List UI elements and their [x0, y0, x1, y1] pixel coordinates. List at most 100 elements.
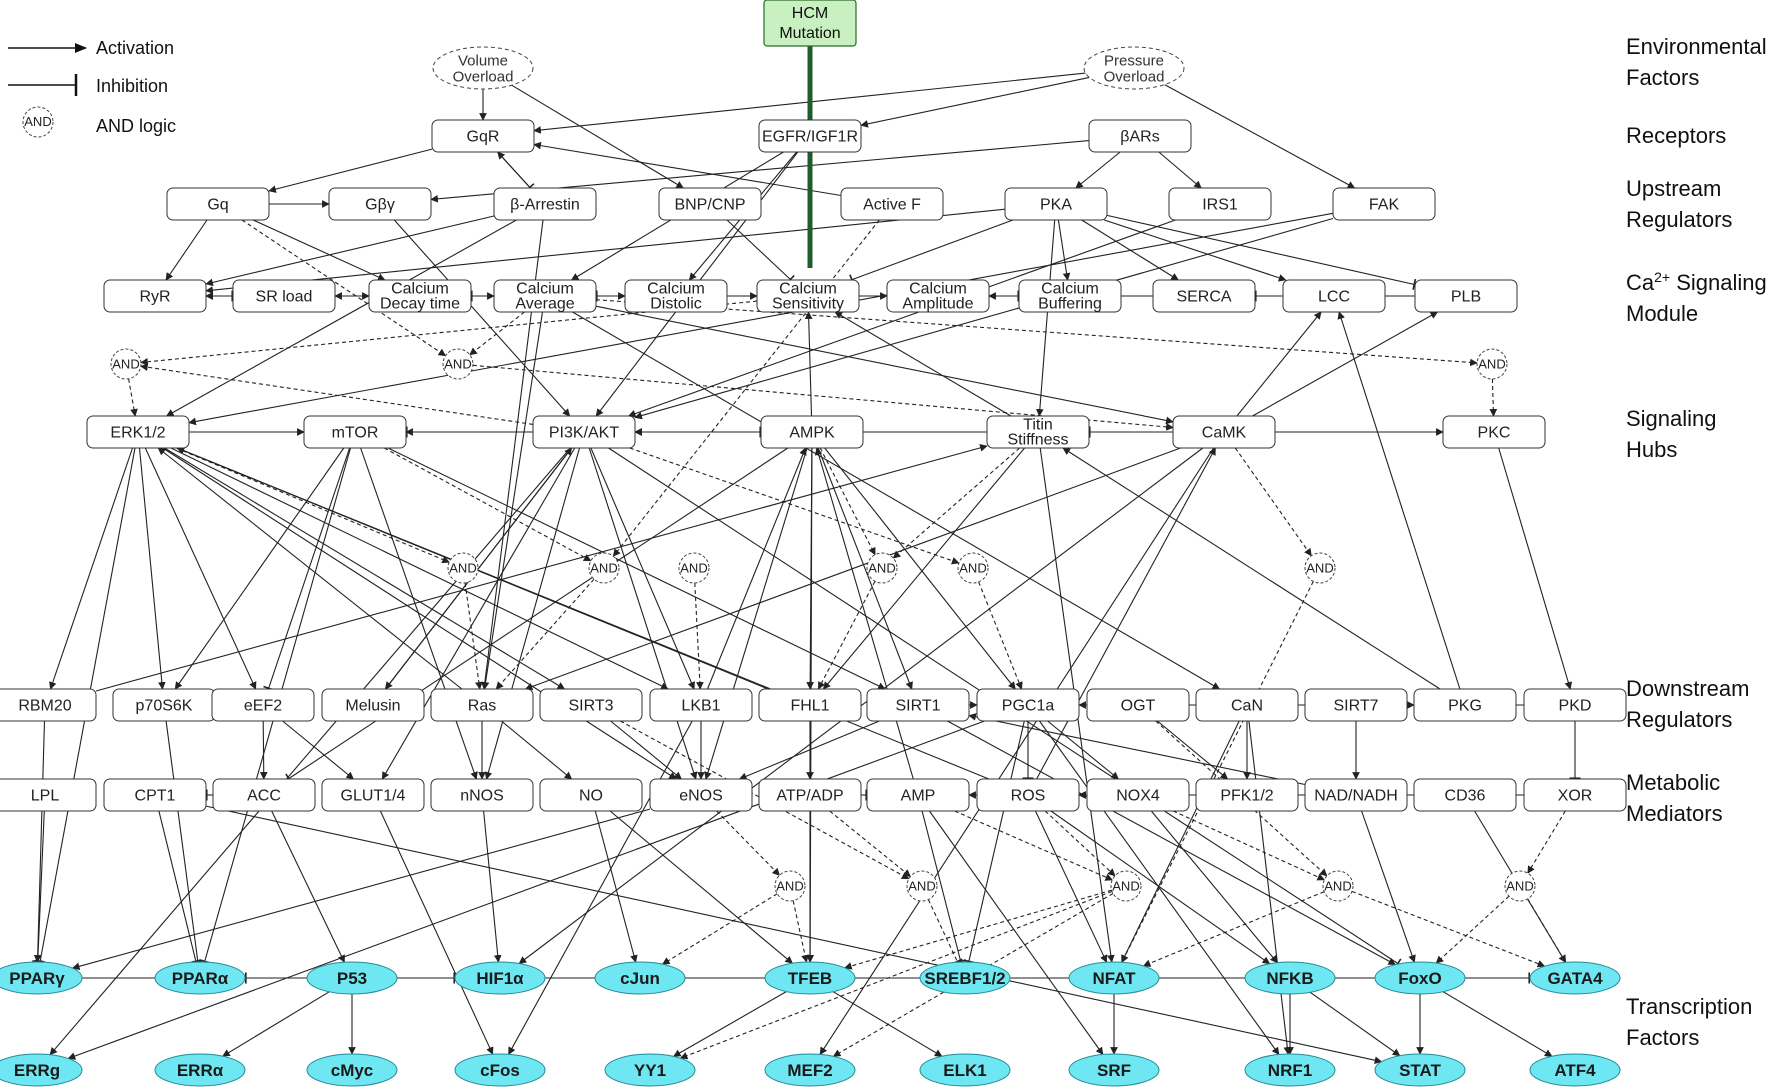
node-pfk[interactable]: PFK1/2 — [1195, 778, 1299, 812]
node-plb[interactable]: PLB — [1414, 279, 1518, 313]
tf-node-elk1[interactable]: ELK1 — [919, 1053, 1011, 1087]
tf-node-mef2[interactable]: MEF2 — [764, 1053, 856, 1087]
tf-node-ppg[interactable]: PPARγ — [0, 961, 83, 995]
node-eef2[interactable]: eEF2 — [211, 688, 315, 722]
node-lkb1[interactable]: LKB1 — [649, 688, 753, 722]
and-gate-a11: AND — [906, 870, 938, 902]
edge-a5-to-ras — [495, 578, 595, 690]
node-pkd[interactable]: PKD — [1523, 688, 1627, 722]
tf-node-atf4[interactable]: ATF4 — [1529, 1053, 1621, 1087]
node-ryr[interactable]: RyR — [103, 279, 207, 313]
edge-foxo-to-atf4 — [1442, 991, 1553, 1057]
edge-can-to-nfat — [1121, 720, 1240, 963]
node-p70[interactable]: p70S6K — [112, 688, 216, 722]
node-pgc1a[interactable]: PGC1a — [976, 688, 1080, 722]
node-sirt7[interactable]: SIRT7 — [1304, 688, 1408, 722]
node-ros[interactable]: ROS — [976, 778, 1080, 812]
node-label: Titin — [1023, 416, 1053, 433]
node-enos[interactable]: eNOS — [649, 778, 753, 812]
node-bnp[interactable]: BNP/CNP — [658, 187, 762, 221]
node-fak[interactable]: FAK — [1332, 187, 1436, 221]
tf-node-nfat[interactable]: NFAT — [1068, 961, 1160, 995]
node-bars[interactable]: βARs — [1088, 119, 1192, 153]
node-melusin[interactable]: Melusin — [321, 688, 425, 722]
tf-node-p53[interactable]: P53 — [306, 961, 398, 995]
node-xor[interactable]: XOR — [1523, 778, 1627, 812]
node-lpl[interactable]: LPL — [0, 778, 97, 812]
node-nad[interactable]: NAD/NADH — [1304, 778, 1408, 812]
node-gqr[interactable]: GqR — [431, 119, 535, 153]
node-srl[interactable]: SR load — [232, 279, 336, 313]
and-label: AND — [444, 357, 471, 372]
tf-node-errg[interactable]: ERRg — [0, 1053, 83, 1087]
node-erk[interactable]: ERK1/2 — [86, 415, 190, 449]
node-glut[interactable]: GLUT1/4 — [321, 778, 425, 812]
node-serca[interactable]: SERCA — [1152, 279, 1256, 313]
tf-node-nrf1[interactable]: NRF1 — [1244, 1053, 1336, 1087]
node-label: Gq — [207, 197, 228, 214]
node-lcc[interactable]: LCC — [1282, 279, 1386, 313]
edge-a3-to-pkc — [1489, 378, 1498, 417]
tf-node-gata4[interactable]: GATA4 — [1529, 961, 1621, 995]
node-mtor[interactable]: mTOR — [303, 415, 407, 449]
node-cd36[interactable]: CD36 — [1413, 778, 1517, 812]
tf-node-erra[interactable]: ERRα — [154, 1053, 246, 1087]
node-ogt[interactable]: OGT — [1086, 688, 1190, 722]
node-pkc[interactable]: PKC — [1442, 415, 1546, 449]
node-ampk[interactable]: AMPK — [760, 415, 864, 449]
tf-node-foxo[interactable]: FoxO — [1374, 961, 1466, 995]
node-gq[interactable]: Gq — [166, 187, 270, 221]
node-ras[interactable]: Ras — [430, 688, 534, 722]
tf-node-hif[interactable]: HIF1α — [454, 961, 546, 995]
node-egfr[interactable]: EGFR/IGF1R — [758, 119, 862, 153]
node-pkg[interactable]: PKG — [1413, 688, 1517, 722]
node-nnos[interactable]: nNOS — [430, 778, 534, 812]
node-sirt3[interactable]: SIRT3 — [539, 688, 643, 722]
tf-node-cjun[interactable]: cJun — [594, 961, 686, 995]
tf-node-nfkb[interactable]: NFKB — [1244, 961, 1336, 995]
node-rbm20[interactable]: RBM20 — [0, 688, 97, 722]
node-label: XOR — [1558, 788, 1593, 805]
node-gby[interactable]: Gβγ — [328, 187, 432, 221]
edge-glut-to-cfos — [379, 810, 494, 1055]
tf-node-stat[interactable]: STAT — [1374, 1053, 1466, 1087]
tf-node-cfos[interactable]: cFos — [454, 1053, 546, 1087]
edge-cav-to-ras — [481, 311, 544, 690]
node-atp[interactable]: ATP/ADP — [758, 778, 862, 812]
tf-node-cmyc[interactable]: cMyc — [306, 1053, 398, 1087]
hcm-mutation-node[interactable]: HCM Mutation — [763, 0, 857, 47]
node-nox4[interactable]: NOX4 — [1086, 778, 1190, 812]
node-sirt1[interactable]: SIRT1 — [866, 688, 970, 722]
tf-node-srf[interactable]: SRF — [1068, 1053, 1160, 1087]
node-camk[interactable]: CaMK — [1172, 415, 1276, 449]
tf-node-tfeb[interactable]: TFEB — [764, 961, 856, 995]
edge-erk-to-rbm20 — [49, 447, 134, 690]
node-label: SIRT3 — [568, 698, 613, 715]
node-actf[interactable]: Active F — [840, 187, 944, 221]
node-no[interactable]: NO — [539, 778, 643, 812]
node-pi3k[interactable]: PI3K/AKT — [532, 415, 636, 449]
node-can[interactable]: CaN — [1195, 688, 1299, 722]
node-acc[interactable]: ACC — [212, 778, 316, 812]
node-label: LPL — [31, 788, 60, 805]
node-irs1[interactable]: IRS1 — [1168, 187, 1272, 221]
node-fhl1[interactable]: FHL1 — [758, 688, 862, 722]
tf-node-ppa[interactable]: PPARα — [154, 961, 246, 995]
edge-ampk-to-fhl1 — [806, 447, 815, 690]
node-cpt1[interactable]: CPT1 — [103, 778, 207, 812]
node-barr[interactable]: β-Arrestin — [493, 187, 597, 221]
tf-node-yy1[interactable]: YY1 — [604, 1053, 696, 1087]
node-amp[interactable]: AMP — [866, 778, 970, 812]
tf-node-srebf[interactable]: SREBF1/2 — [919, 961, 1011, 995]
node-pka[interactable]: PKA — [1004, 187, 1108, 221]
